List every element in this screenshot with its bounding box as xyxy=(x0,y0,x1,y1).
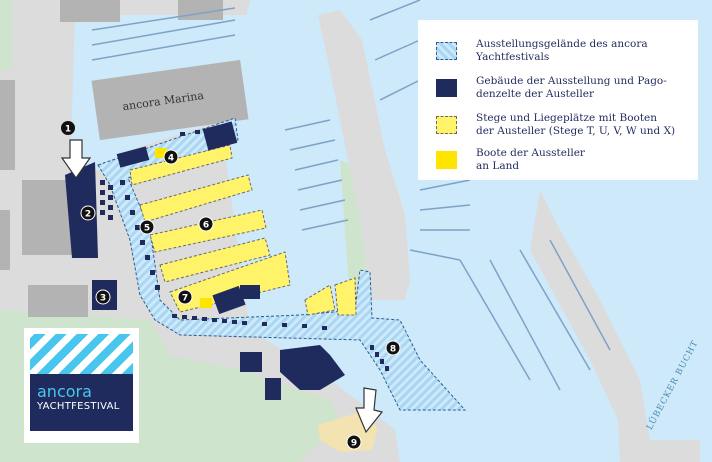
buildings-swatch xyxy=(436,79,457,97)
yachtfestival-logo: ancora YACHTFESTIVAL xyxy=(24,328,139,443)
logo-stripes xyxy=(30,334,133,374)
marker-6: 6 xyxy=(198,216,214,232)
svg-text:5: 5 xyxy=(144,224,150,234)
gray-buildings xyxy=(0,0,249,317)
svg-text:1: 1 xyxy=(65,125,71,135)
svg-text:4: 4 xyxy=(168,154,174,164)
svg-text:6: 6 xyxy=(203,221,209,231)
legend-item-boats-on-land: Boote der Aussteller an Land xyxy=(436,147,691,173)
marker-1: 1 xyxy=(61,121,75,135)
outer-breakwater xyxy=(530,190,700,462)
sea-water xyxy=(600,180,712,462)
marker-2: 2 xyxy=(80,205,96,221)
marker-4: 4 xyxy=(163,149,179,165)
logo-subtitle: YACHTFESTIVAL xyxy=(37,401,120,412)
svg-text:9: 9 xyxy=(351,439,357,449)
svg-text:8: 8 xyxy=(390,345,396,355)
legend-label: Stege und Liegeplätze mit Booten der Aus… xyxy=(476,112,676,137)
legend-item-piers: Stege und Liegeplätze mit Booten der Aus… xyxy=(436,112,691,138)
exhibitor-boats-on-land xyxy=(155,148,212,308)
logo-brand: ancora xyxy=(37,382,92,401)
svg-text:3: 3 xyxy=(100,294,106,304)
marker-5: 5 xyxy=(139,219,155,235)
marker-3: 3 xyxy=(95,289,111,305)
marker-8: 8 xyxy=(385,340,401,356)
legend-label: Ausstellungsgelände des ancora Yachtfest… xyxy=(476,38,648,63)
entrance-arrow-9 xyxy=(355,387,384,434)
marker-7: 7 xyxy=(177,289,193,305)
exhibition-area-swatch xyxy=(436,42,457,60)
svg-text:2: 2 xyxy=(85,210,91,220)
marina-piers xyxy=(91,0,611,391)
piers-swatch xyxy=(436,116,457,134)
legend-item-exhibition-area: Ausstellungsgelände des ancora Yachtfest… xyxy=(436,38,691,64)
legend-item-buildings: Gebäude der Ausstellung und Pago- denzel… xyxy=(436,75,691,101)
map-legend: Ausstellungsgelände des ancora Yachtfest… xyxy=(418,20,698,180)
marker-9: 9 xyxy=(346,434,362,450)
breakwater xyxy=(318,10,410,300)
legend-label: Gebäude der Ausstellung und Pago- denzel… xyxy=(476,75,667,100)
logo-text-block: ancora YACHTFESTIVAL xyxy=(30,374,133,431)
entrance-arrow-1 xyxy=(60,139,92,180)
pagoda-tents xyxy=(100,130,389,434)
boats-on-land-swatch xyxy=(436,151,457,169)
svg-text:7: 7 xyxy=(182,294,188,304)
location-markers: 1 2 3 4 5 6 7 8 9 xyxy=(61,121,401,450)
legend-label: Boote der Aussteller an Land xyxy=(476,147,585,172)
green-top-left xyxy=(0,0,12,70)
